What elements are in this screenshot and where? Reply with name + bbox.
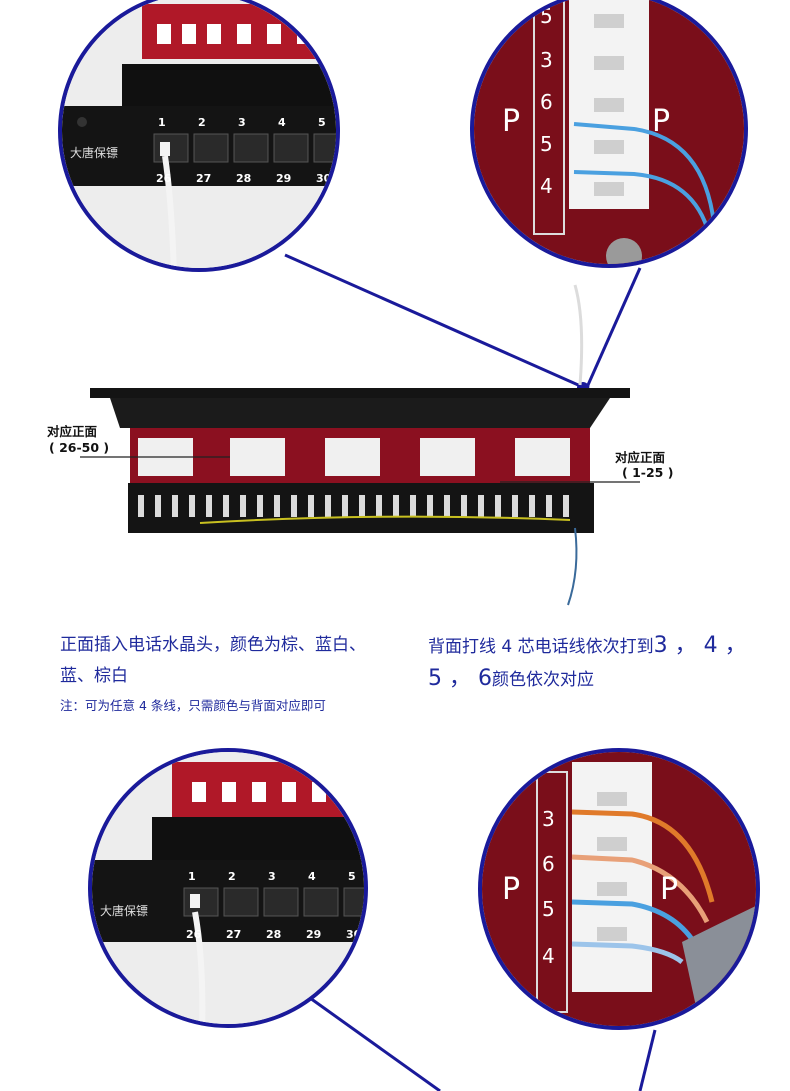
left-label-range: ( 26-50 ) xyxy=(49,440,110,455)
back-module-photo xyxy=(474,0,744,264)
pin-label-4-bottom: 4 xyxy=(542,944,555,968)
back-module-photo-bottom xyxy=(482,752,756,1026)
port-number-30-bottom: 30 xyxy=(346,928,362,941)
right-label-range: ( 1-25 ) xyxy=(622,465,674,480)
side-letter-right: P xyxy=(652,104,671,139)
back-caption-line1-text: 背面打线 4 芯电话线依次打到 xyxy=(428,637,654,657)
front-panel-closeup-top: 大唐保镖 1 2 3 4 5 26 27 28 29 30 xyxy=(58,0,340,272)
back-caption-line2-text: 颜色依次对应 xyxy=(491,670,594,690)
back-module-closeup-top: 5 3 6 5 4 P P xyxy=(470,0,748,268)
port-number-26: 26 xyxy=(156,172,172,185)
side-letter-left-bottom: P xyxy=(502,872,521,907)
back-caption-pins-5-6: 5 ， 6 xyxy=(428,666,492,691)
port-number-26-bottom: 26 xyxy=(186,928,202,941)
port-number-1-bottom: 1 xyxy=(188,870,196,883)
back-caption-line2: 5 ， 6颜色依次对应 xyxy=(428,663,594,696)
pin-label-4: 4 xyxy=(540,174,553,198)
pin-label-6-bottom: 6 xyxy=(542,852,555,876)
pin-label-3: 3 xyxy=(540,48,553,72)
front-panel-photo xyxy=(62,0,336,268)
front-caption-note: 注：可为任意 4 条线，只需颜色与背面对应即可 xyxy=(60,698,326,713)
port-number-29-bottom: 29 xyxy=(306,928,322,941)
right-label-title: 对应正面 xyxy=(615,450,666,465)
port-number-2-bottom: 2 xyxy=(228,870,236,883)
back-module-closeup-bottom: 3 6 5 4 P P xyxy=(478,748,760,1030)
port-number-28-bottom: 28 xyxy=(266,928,282,941)
port-number-27-bottom: 27 xyxy=(226,928,242,941)
front-caption-line1: 正面插入电话水晶头，颜色为棕、蓝白、 xyxy=(60,635,366,655)
side-letter-right-bottom: P xyxy=(660,872,679,907)
port-number-29: 29 xyxy=(276,172,292,185)
pin-label-6: 6 xyxy=(540,90,553,114)
port-number-2: 2 xyxy=(198,116,206,129)
port-number-27: 27 xyxy=(196,172,212,185)
port-number-5-bottom: 5 xyxy=(348,870,356,883)
brand-label-bottom: 大唐保镖 xyxy=(100,904,149,918)
pin-label-5: 5 xyxy=(540,132,553,156)
port-number-4-bottom: 4 xyxy=(308,870,316,883)
front-panel-photo-bottom xyxy=(92,752,364,1024)
port-number-4: 4 xyxy=(278,116,286,129)
pin-label-3-bottom: 3 xyxy=(542,807,555,831)
port-number-1: 1 xyxy=(158,116,166,129)
back-caption-line1: 背面打线 4 芯电话线依次打到3 ， 4 ， xyxy=(428,630,747,663)
patch-panel-photo xyxy=(80,284,640,606)
front-panel-closeup-bottom: 大唐保镖 1 2 3 4 5 26 27 28 29 30 xyxy=(88,748,368,1028)
front-caption-line2: 蓝、棕白 xyxy=(60,666,128,686)
port-number-5: 5 xyxy=(318,116,326,129)
pin-label-5-top: 5 xyxy=(540,4,553,28)
port-number-3: 3 xyxy=(238,116,246,129)
brand-label: 大唐保镖 xyxy=(70,146,119,160)
port-number-30: 30 xyxy=(316,172,332,185)
port-number-3-bottom: 3 xyxy=(268,870,276,883)
port-number-28: 28 xyxy=(236,172,252,185)
left-label-title: 对应正面 xyxy=(47,424,98,439)
pin-label-5-bottom: 5 xyxy=(542,897,555,921)
back-caption-pins-3-4: 3 ， 4 ， xyxy=(653,633,747,658)
side-letter-left: P xyxy=(502,104,521,139)
